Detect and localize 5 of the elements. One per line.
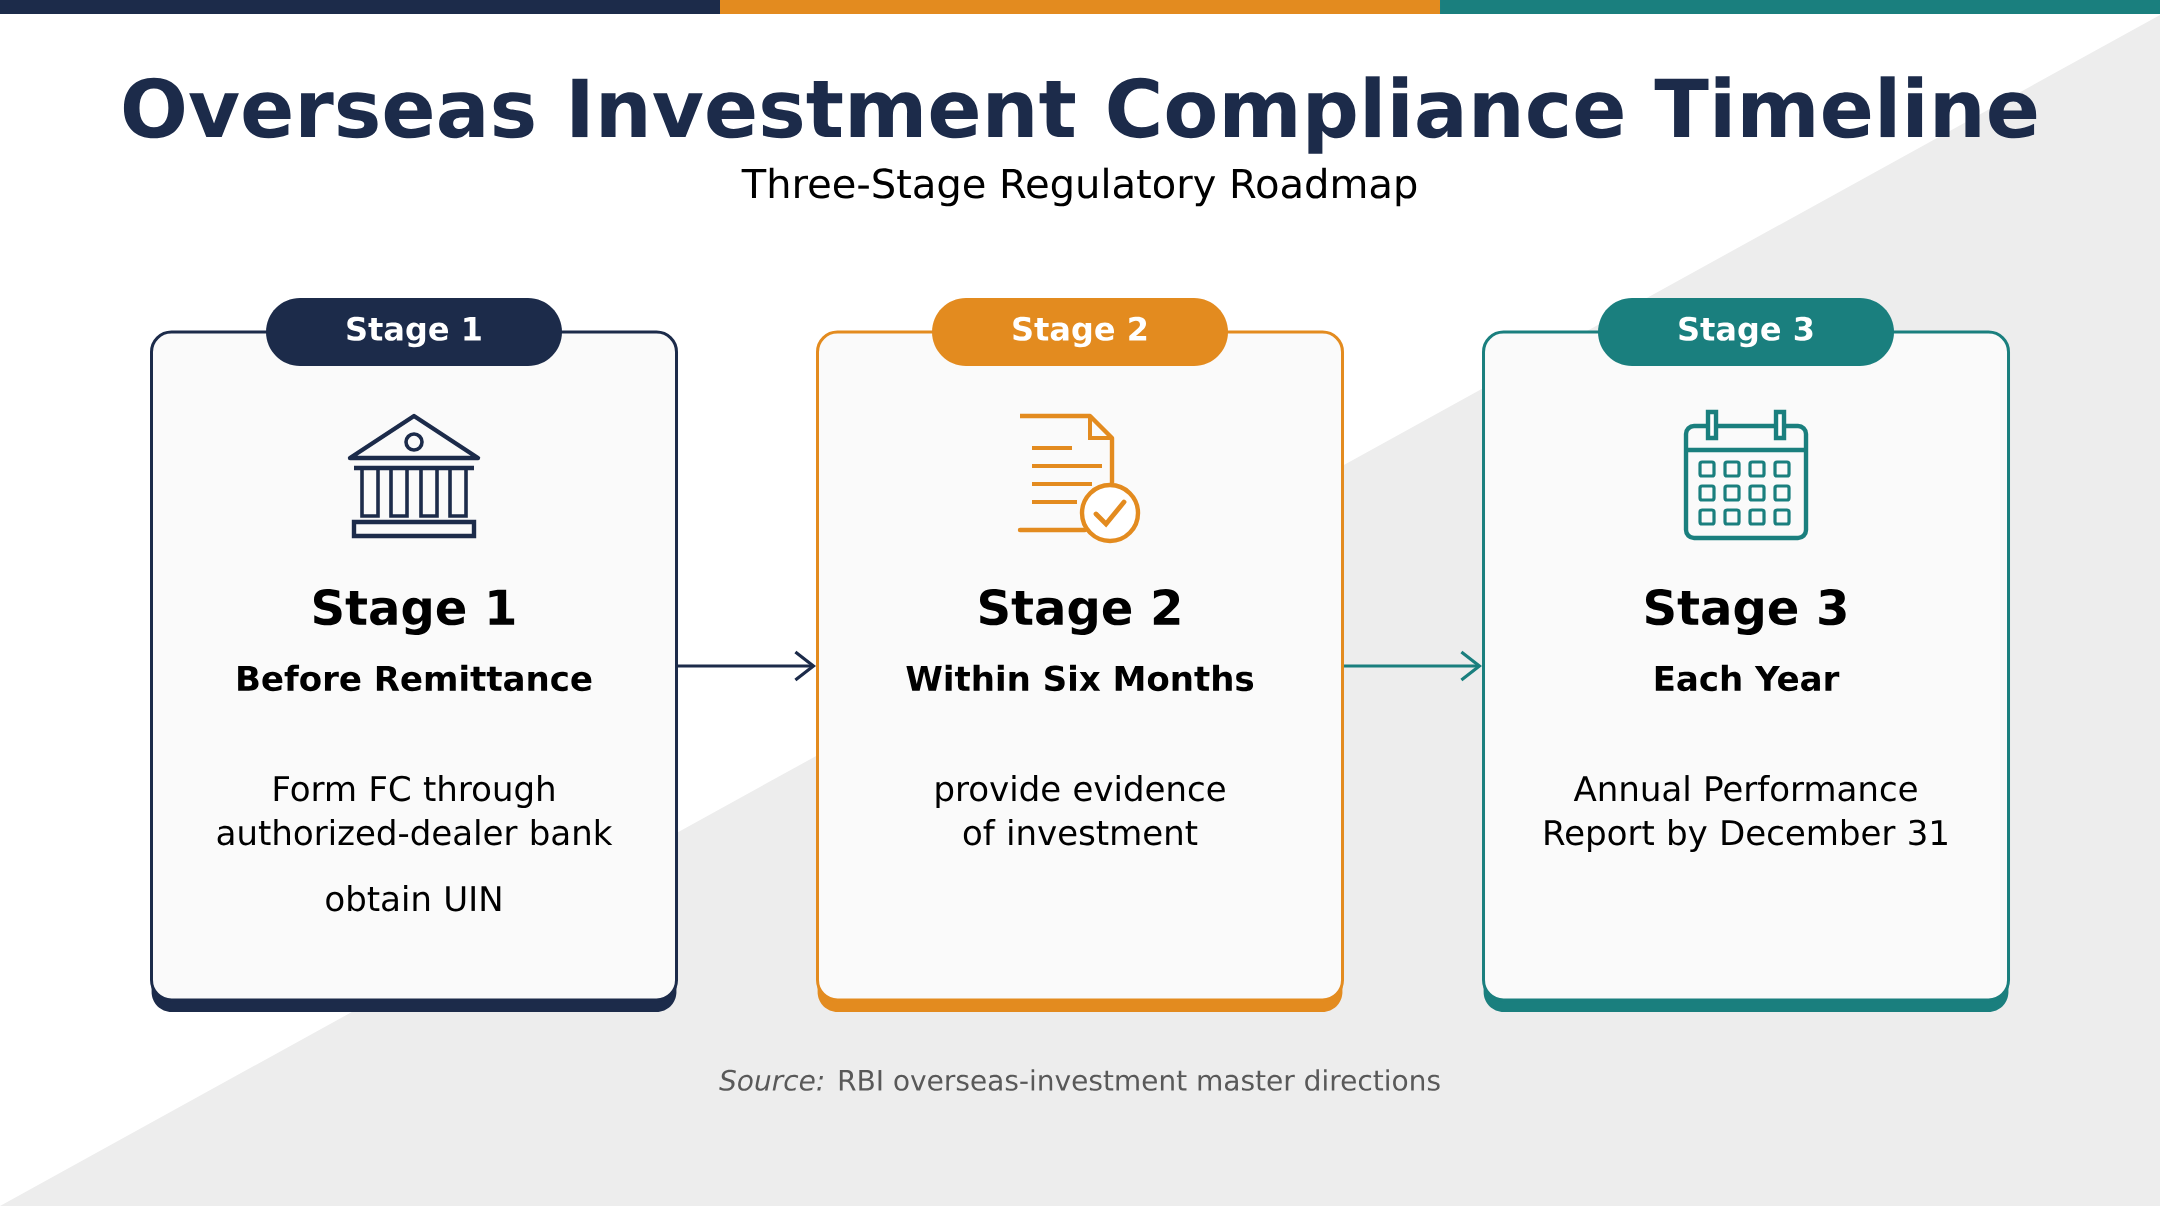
arrow <box>1344 650 1482 682</box>
title: Overseas Investment Compliance Timeline <box>123 76 2037 154</box>
subtitle: Three-Stage Regulatory Roadmap <box>741 167 1417 207</box>
source-note: Source: RBI overseas-investment master directions <box>719 1069 1440 1091</box>
arrow <box>678 650 816 682</box>
